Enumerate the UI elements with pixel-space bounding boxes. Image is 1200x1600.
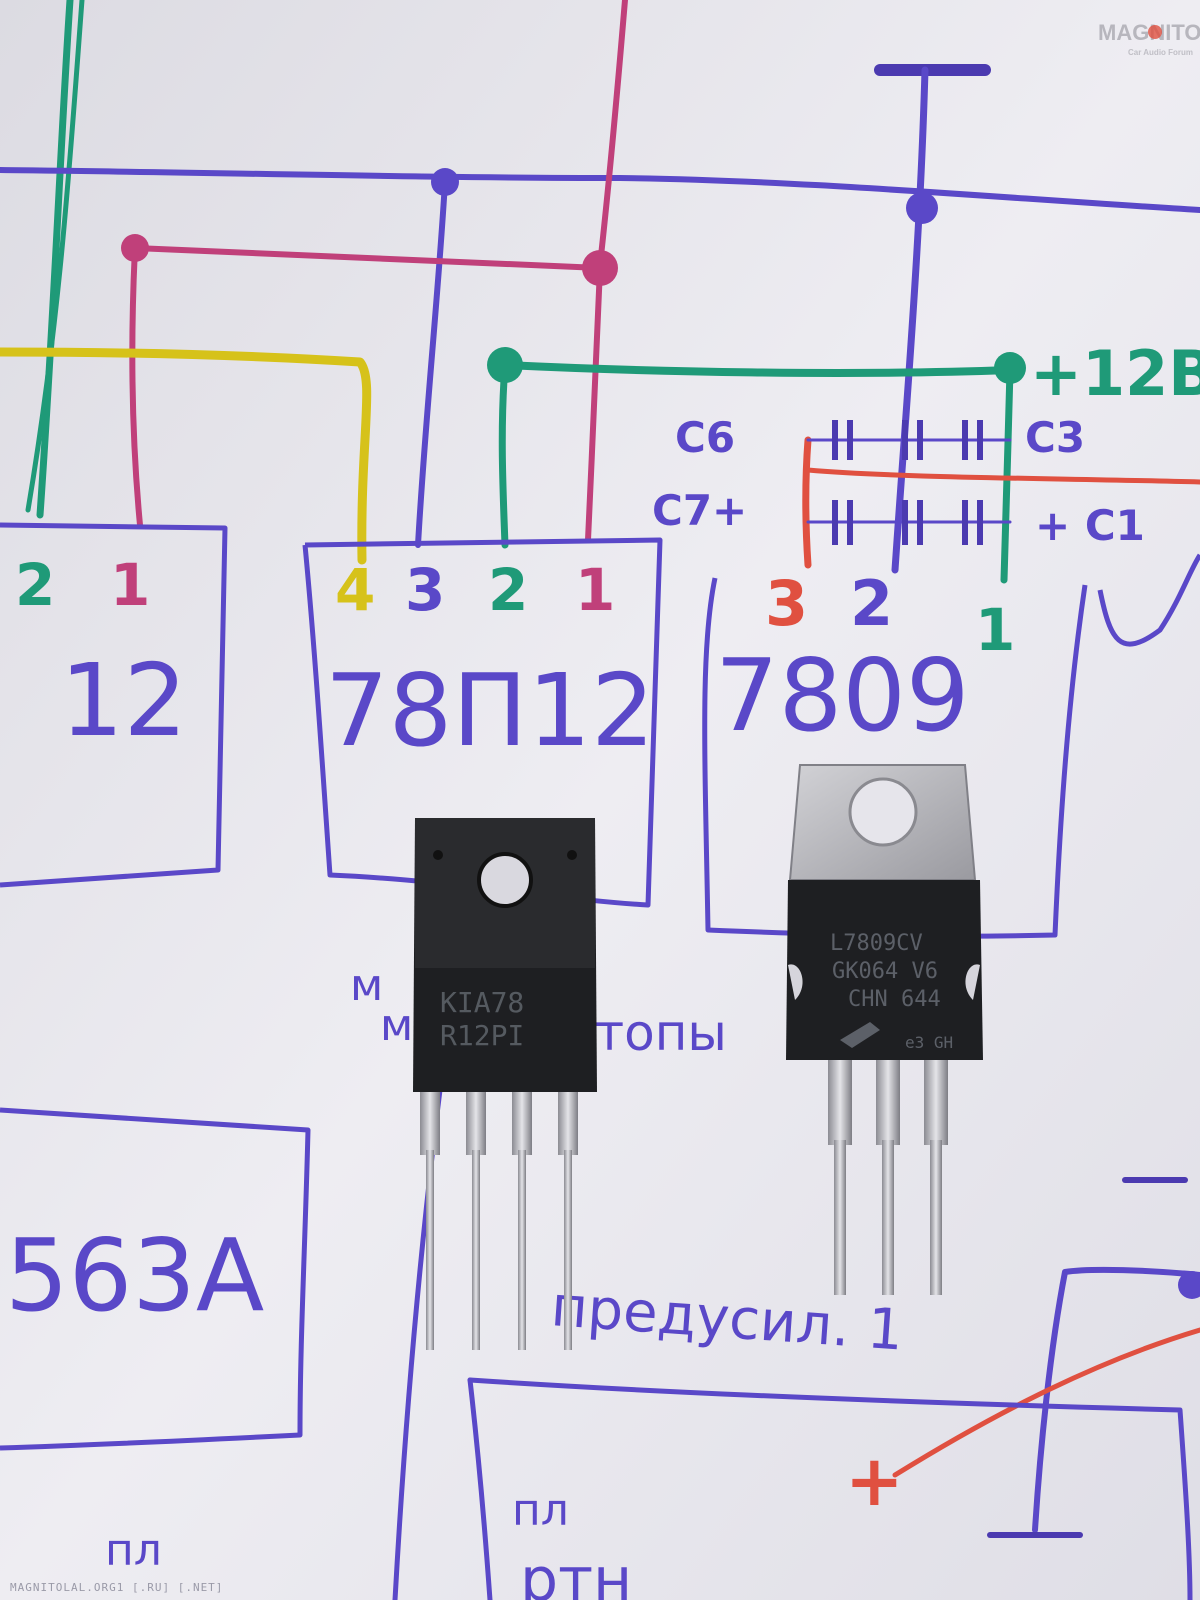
watermark-dot [1148,25,1162,39]
node-purple-top [431,168,459,196]
node-green-right [994,352,1026,384]
red-wire-bottom-right [892,1327,1200,1478]
magenta-wire-horizontal [132,245,603,271]
mid-pin-2: 2 [488,556,528,624]
label-c7: C7+ [652,486,747,535]
node-magenta-left [121,234,149,262]
mid-pin-1: 1 [575,556,615,624]
green-bus-12v [501,361,1014,377]
kia-mount-hole [477,852,533,908]
green-wire-pin2 [498,361,509,549]
right-pin-2: 2 [850,567,893,640]
watermark: MAGNITOLA Car Audio Forum [1098,20,1200,57]
l7809-marking-4: e3 GH [905,1033,953,1052]
magenta-wire-pin1 [585,265,603,543]
node-purple-bottom-right [1178,1271,1200,1299]
mid-pin-3: 3 [405,556,445,624]
yellow-wire [0,347,372,565]
right-chip-label: 7809 [715,637,970,754]
node-purple-right [906,192,938,224]
red-wire-horizontal [805,467,1200,485]
green-wire-left [36,0,74,519]
capacitor-symbols [832,420,983,545]
right-pin-3: 3 [765,567,808,640]
purple-wire-bottom-left [467,1377,493,1600]
handwritten-labels: +12В C6 C3 C7+ + C1 2 1 12 4 3 2 1 78П12… [5,337,1200,1600]
kia78r12-regulator: KIA78 R12PI [413,818,597,1350]
box-lower-left [0,1107,311,1451]
node-green-left [487,347,523,383]
l7809-regulator: L7809CV GK064 V6 CHN 644 e3 GH [786,764,983,1295]
watermark-sub: Car Audio Forum [1128,48,1193,57]
label-c1: + C1 [1035,501,1145,550]
purple-bus-top [0,167,1200,213]
l7809-body [786,880,983,1060]
note-pl-2: пл [512,1485,569,1536]
st-logo [840,1022,880,1048]
note-ptn: ртн [520,1545,632,1600]
label-c3: C3 [1025,413,1085,462]
magenta-wire-left-down [129,245,143,528]
junction-dots [121,168,1200,1299]
l7809-marking-2: GK064 V6 [832,959,938,984]
mid-pin-4: 4 [335,556,375,624]
left-pin-1: 1 [110,551,150,619]
label-plus12: +12В [1030,337,1200,410]
purple-wire-bottom [467,1377,1193,1600]
purple-wire-pin3 [415,179,448,548]
kia-leads [420,1075,578,1350]
left-chip-label: 12 [60,642,187,759]
green-wire-left-2 [25,0,85,513]
box-right-squiggle [1097,553,1200,647]
mid-chip-label: 78П12 [325,652,655,769]
l7809-marking-1: L7809CV [830,931,923,956]
purple-vertical-right [891,66,929,574]
node-magenta-right [582,250,618,286]
red-wire-pin3 [802,436,812,569]
kia-marking-2: R12PI [440,1019,524,1052]
lower-left-chip-label: 563A [5,1217,264,1334]
purple-wire-bottom-right [1032,1266,1200,1533]
note-pl-1: пл [105,1525,162,1576]
l7809-leads [828,1055,948,1295]
kia-marking-1: KIA78 [440,986,524,1019]
l7809-marking-3: CHN 644 [848,987,941,1012]
label-c6: C6 [675,413,735,462]
left-pin-2: 2 [15,551,55,619]
plus-sign: + [845,1440,904,1522]
note-tops: топы [595,1004,727,1062]
right-pin-1: 1 [975,596,1015,664]
magenta-wire-top [597,0,628,268]
box-left-chip [0,522,228,888]
l7809-mount-hole [848,777,918,847]
watermark-footer: MAGNITOLAL.ORG1 [.RU] [.NET] [10,1581,224,1594]
note-left-2: м [380,1000,413,1051]
note-left-1: м [350,960,383,1011]
